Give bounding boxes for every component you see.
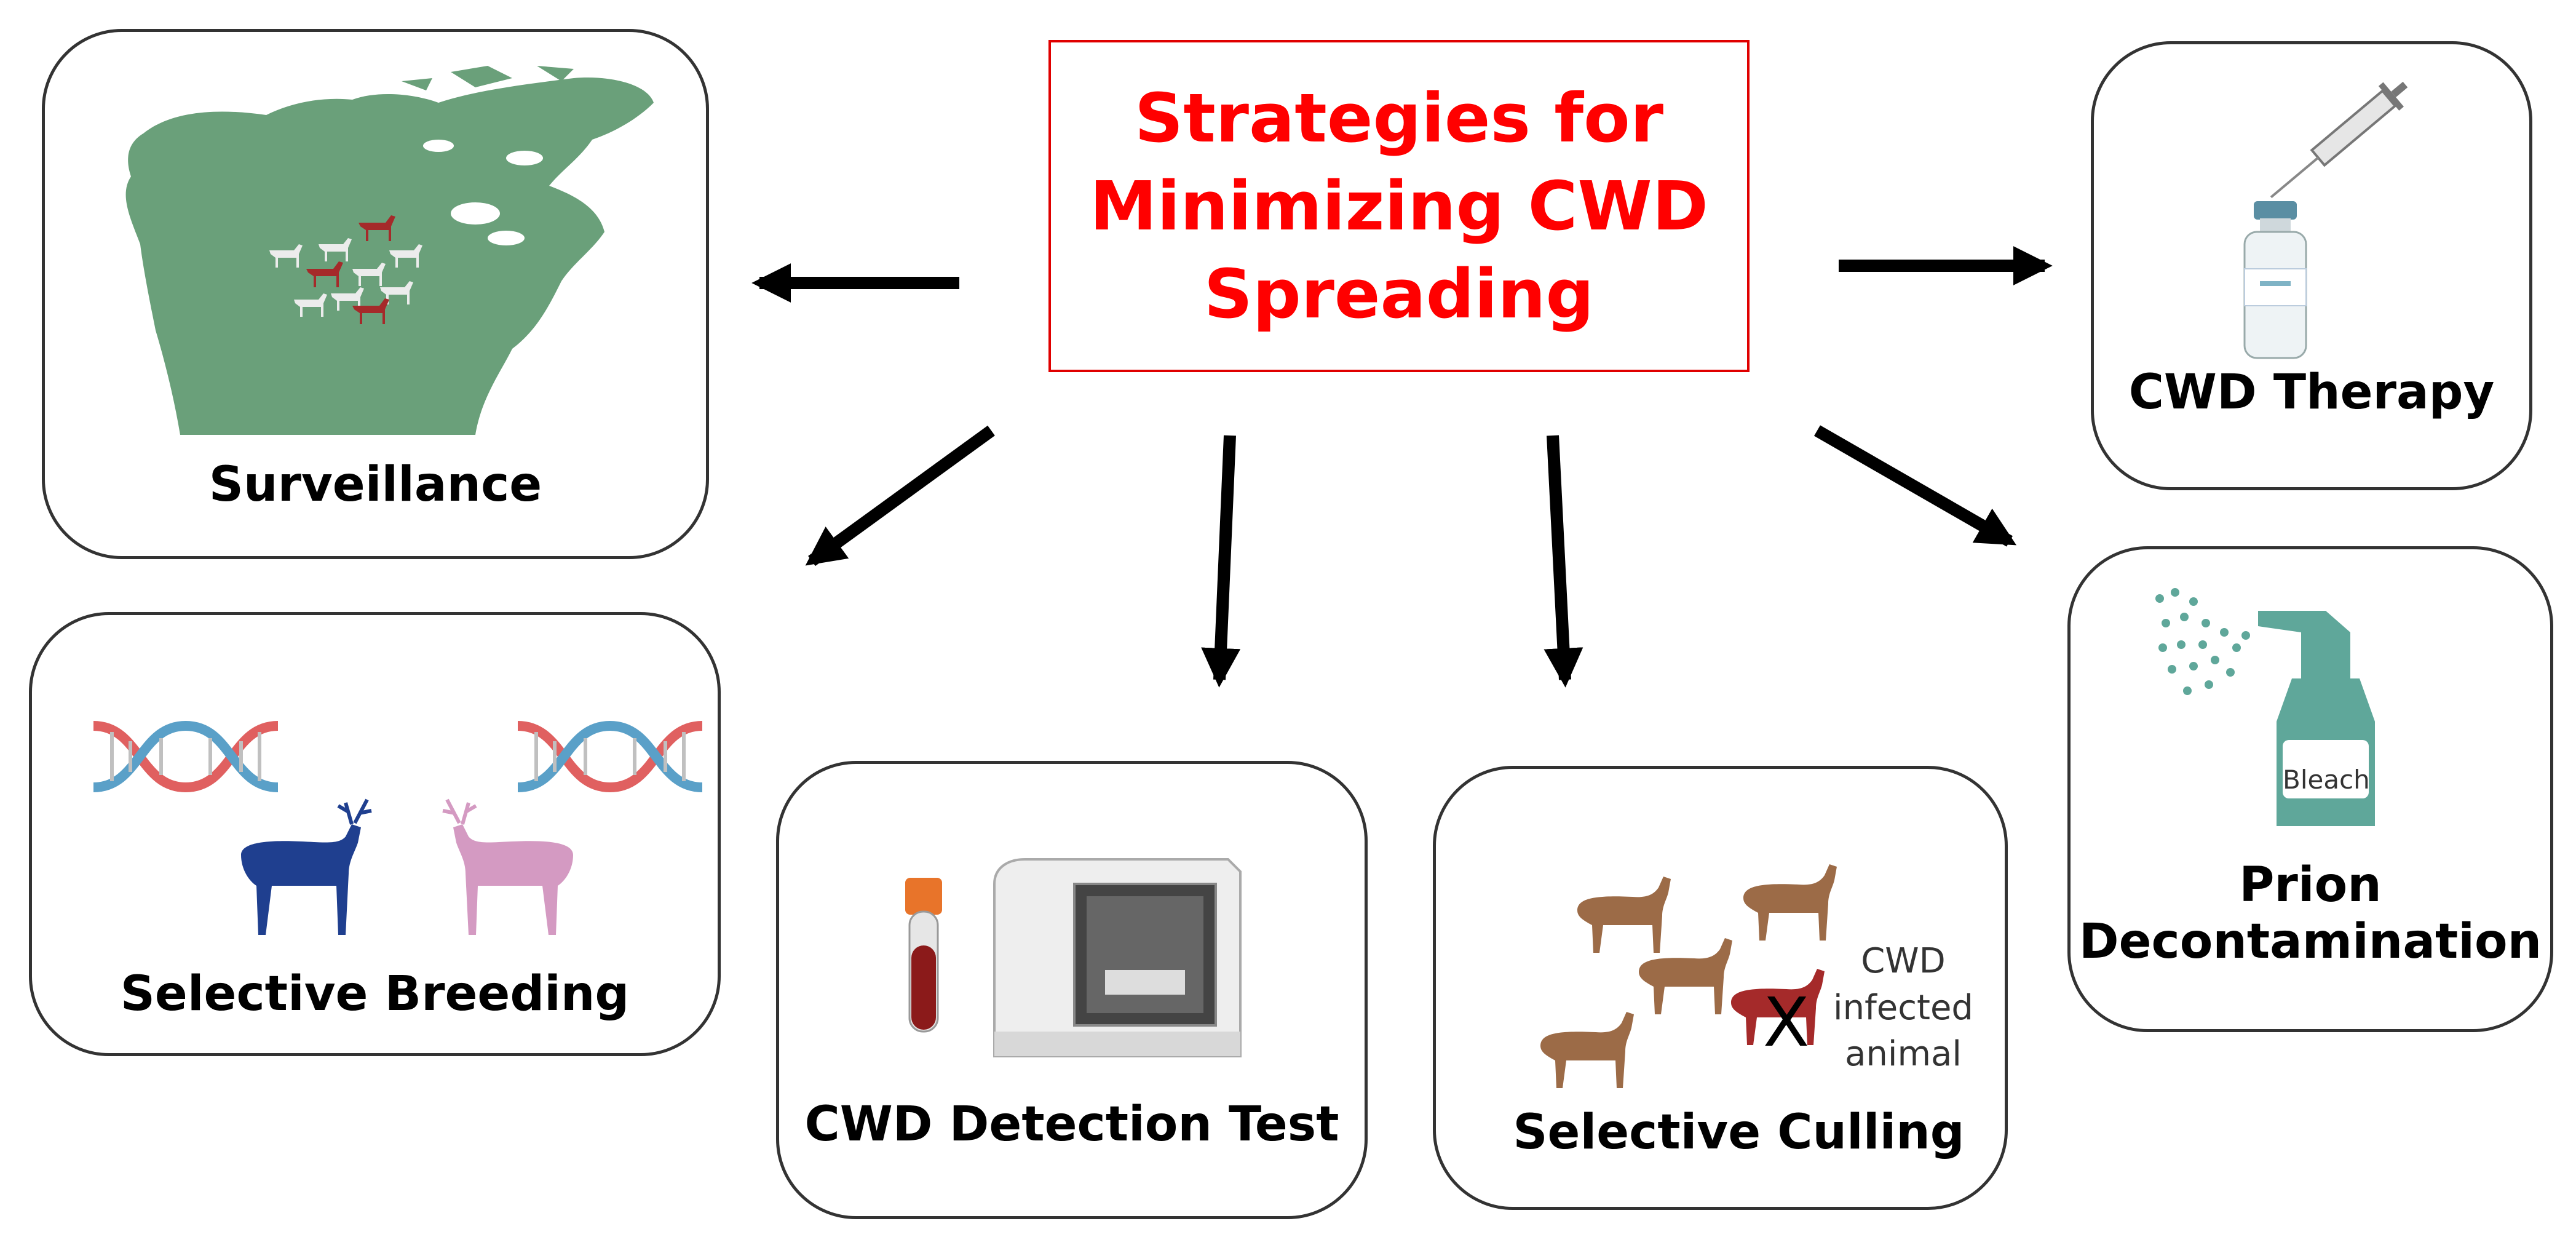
spray-mist-icon xyxy=(2155,588,2250,695)
selective-breeding-label: Selective Breeding xyxy=(120,966,630,1022)
bleach-label: Bleach xyxy=(2283,765,2370,795)
deer-group-icon: X xyxy=(1540,864,1837,1088)
selective-breeding-box: Selective Breeding xyxy=(29,612,721,1056)
dna-helix-icon xyxy=(93,720,279,793)
dna-helix-icon-right xyxy=(517,720,703,793)
cull-mark: X xyxy=(1763,983,1809,1062)
note-line-3: animal xyxy=(1845,1034,1962,1075)
deer-herd-icon xyxy=(269,215,422,324)
arrow-to-selective-culling xyxy=(1544,435,1583,688)
note-line-2: infected xyxy=(1833,987,1973,1028)
vial-icon xyxy=(2243,201,2307,359)
infected-animal-note: CWD infected animal xyxy=(1811,938,1995,1078)
title-box: Strategies for Minimizing CWD Spreading xyxy=(1048,40,1750,372)
arrow-to-decontamination xyxy=(1814,425,2017,547)
infected-deer-icon xyxy=(1731,969,1825,1045)
decontamination-label: Prion Decontamination xyxy=(2071,857,2550,970)
north-america-map-icon xyxy=(125,66,654,436)
selective-culling-box: X CWD infected animal Selective Culling xyxy=(1433,766,2008,1210)
detection-test-label: CWD Detection Test xyxy=(804,1097,1339,1152)
detection-test-box: CWD Detection Test xyxy=(776,761,1368,1219)
therapy-label: CWD Therapy xyxy=(2128,365,2495,420)
decontamination-label-line-1: Prion xyxy=(2239,857,2382,913)
decontamination-label-line-2: Decontamination xyxy=(2079,914,2542,970)
diagram-title: Strategies for Minimizing CWD Spreading xyxy=(1090,74,1708,338)
title-line-1: Strategies for xyxy=(1135,78,1663,157)
arrow-to-detection-test xyxy=(1201,435,1241,688)
blood-tube-icon xyxy=(905,878,942,1033)
surveillance-box: Surveillance xyxy=(42,29,709,559)
selective-culling-label: Selective Culling xyxy=(1513,1105,1965,1160)
blue-deer-icon xyxy=(241,798,372,935)
arrow-to-selective-breeding xyxy=(805,425,995,567)
syringe-icon xyxy=(2270,81,2408,199)
pink-deer-icon xyxy=(442,798,573,935)
decontamination-box: Bleach Prion Decontamination xyxy=(2067,546,2553,1032)
note-line-1: CWD xyxy=(1861,941,1946,981)
surveillance-label: Surveillance xyxy=(208,457,542,512)
title-line-2: Minimizing CWD xyxy=(1090,166,1708,245)
therapy-box: CWD Therapy xyxy=(2091,41,2532,490)
title-line-3: Spreading xyxy=(1203,254,1595,333)
analyzer-machine-icon xyxy=(993,858,1242,1057)
spray-bottle-icon xyxy=(2258,611,2375,826)
